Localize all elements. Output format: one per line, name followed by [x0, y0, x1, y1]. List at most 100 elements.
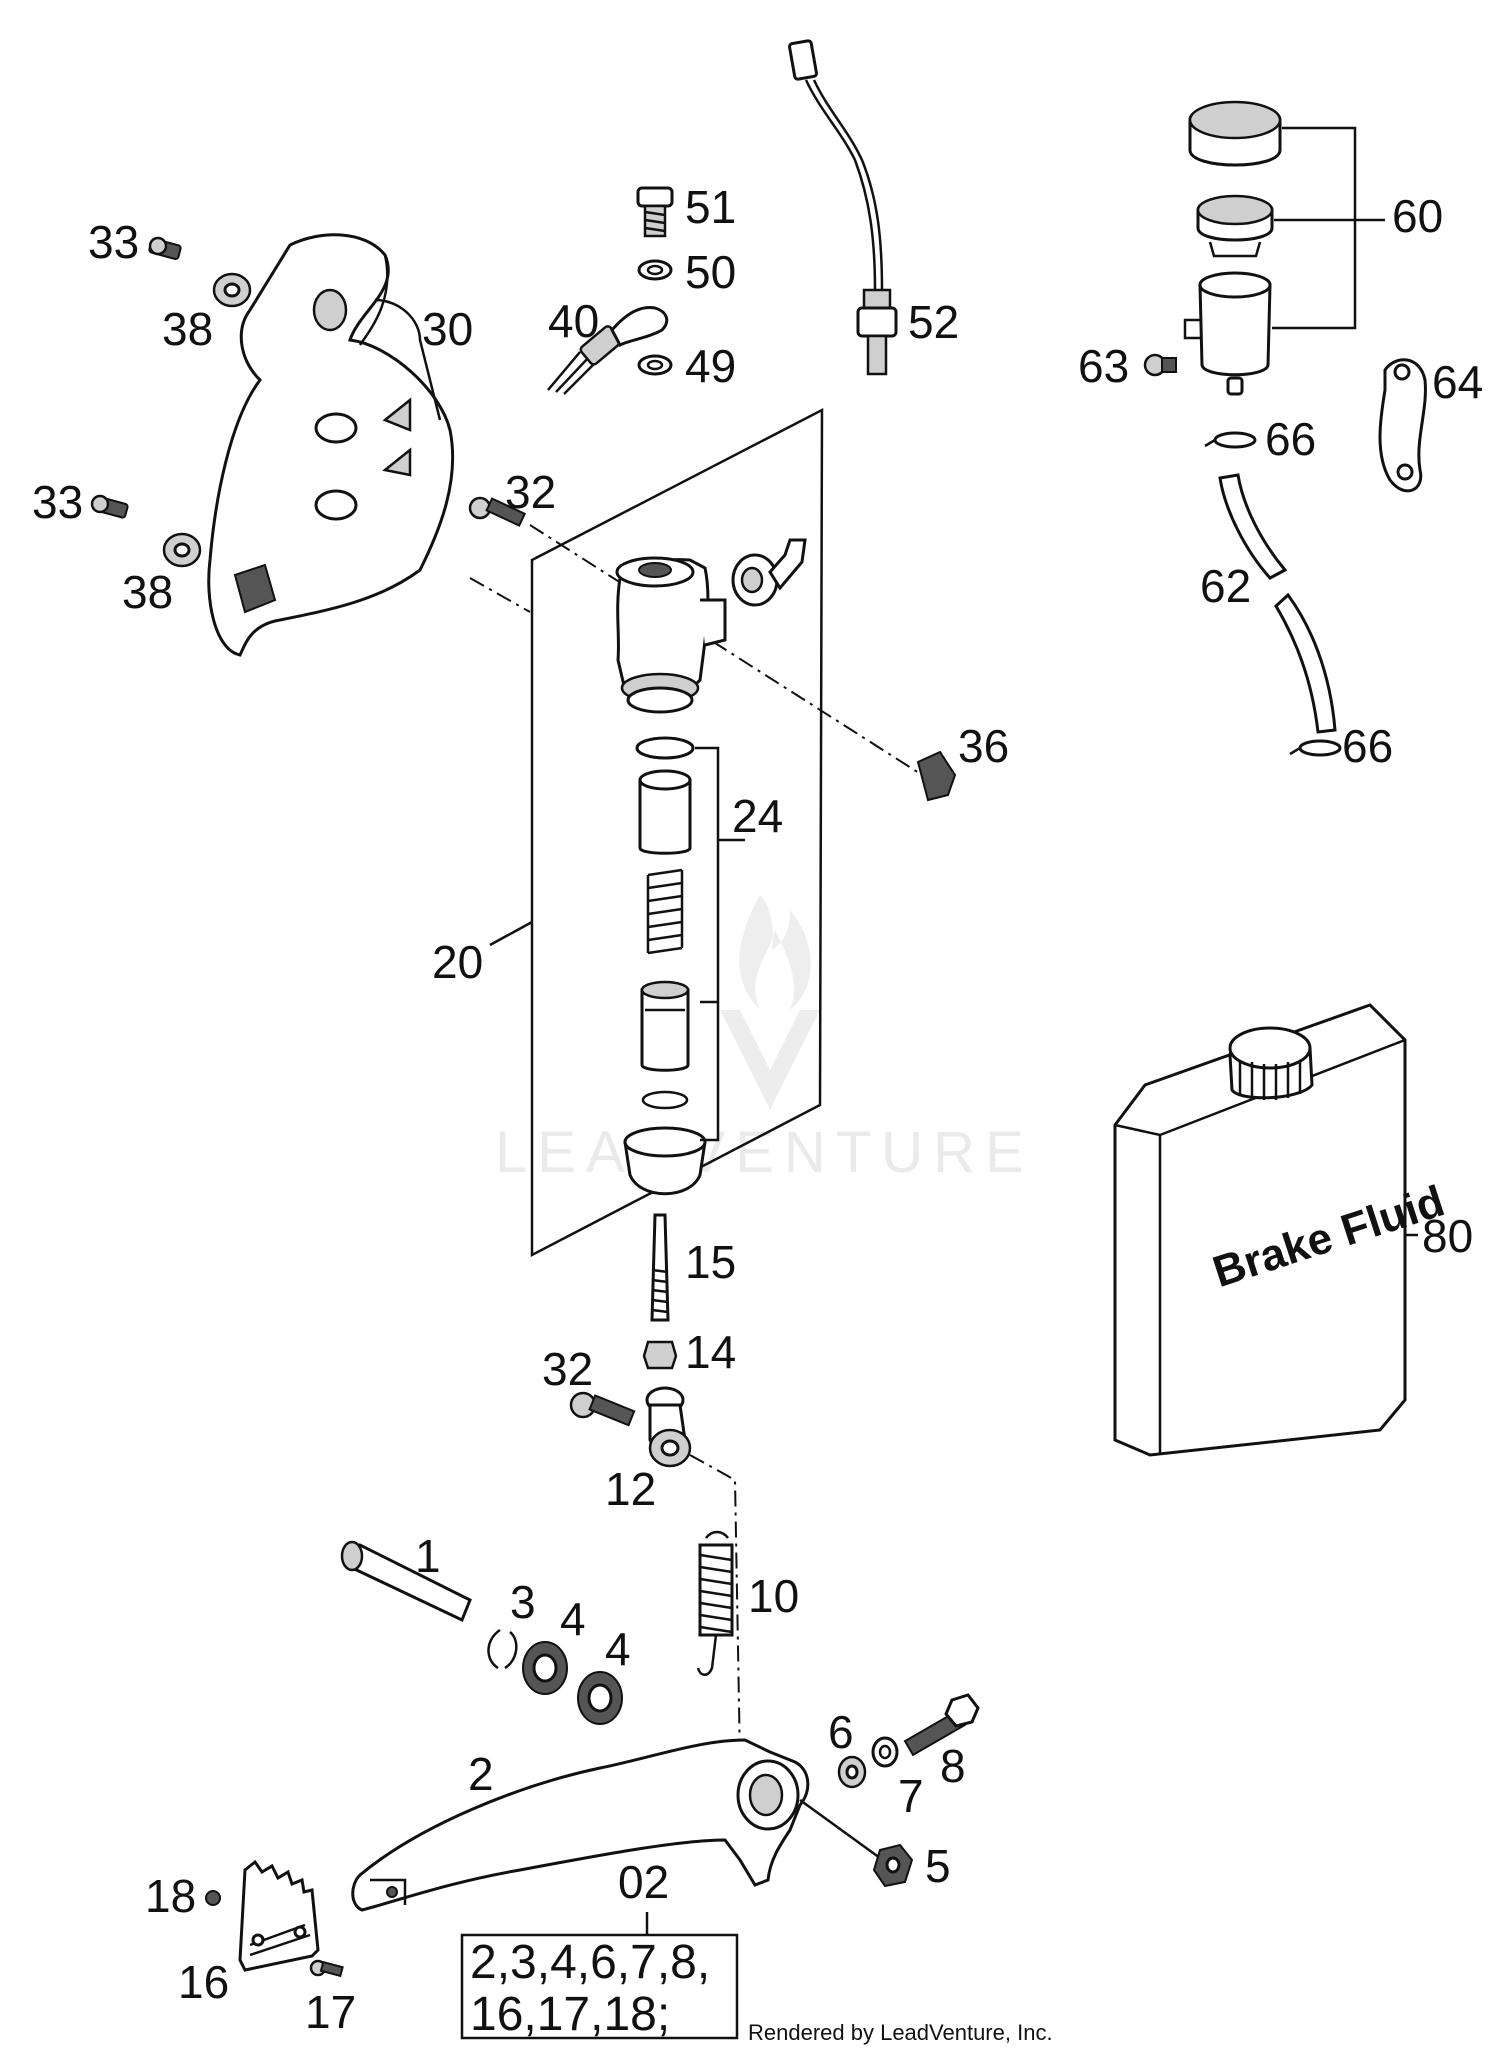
callout-12: 12 — [605, 1463, 656, 1515]
callout-17: 17 — [305, 1986, 356, 2038]
callout-4-left: 4 — [560, 1593, 586, 1645]
callout-14: 14 — [685, 1326, 736, 1378]
leadventure-watermark: LEADVENTURE — [495, 895, 1034, 1185]
part-32-bolt-upper — [468, 496, 527, 527]
part-17-screw — [309, 1959, 344, 1978]
callout-10: 10 — [748, 1570, 799, 1622]
callout-33-lower: 33 — [32, 476, 83, 528]
callout-66-upper: 66 — [1265, 413, 1316, 465]
part-32-bolt-lower — [569, 1391, 636, 1427]
part-63-screw — [1143, 353, 1177, 377]
part-51-banjo-bolt — [636, 186, 674, 238]
callout-1: 1 — [415, 1530, 441, 1582]
callout-32-lower: 32 — [542, 1343, 593, 1395]
part-52-brake-light-switch — [788, 39, 898, 376]
axis-line-2-5 — [799, 1798, 881, 1860]
part-2-brake-pedal — [351, 1738, 810, 1912]
part-10-return-spring — [696, 1530, 734, 1676]
part-60-reservoir-body — [1183, 271, 1272, 396]
part-64-mounting-bracket — [1378, 358, 1427, 493]
callout-80: 80 — [1422, 1210, 1473, 1262]
part-4-bearing-right — [577, 1671, 623, 1725]
callout-62: 62 — [1200, 560, 1251, 612]
callout-bracket-24 — [695, 746, 745, 1142]
callout-16: 16 — [178, 1956, 229, 2008]
part-12-clevis — [645, 1386, 692, 1468]
callout-bracket-60 — [1272, 126, 1385, 330]
callout-labels: 51 50 40 49 52 33 38 30 33 38 32 60 63 6… — [32, 181, 1483, 2038]
callout-50: 50 — [685, 246, 736, 298]
footer-credit: Rendered by LeadVenture, Inc. — [748, 2020, 1053, 2045]
leader-lines — [489, 920, 533, 947]
part-80-brake-fluid-can: Brake Fluid — [1113, 1003, 1450, 1457]
part-30-guard-plate — [207, 233, 455, 657]
callout-38-lower: 38 — [122, 566, 173, 618]
callout-02: 02 — [618, 1856, 669, 1908]
callout-4-right: 4 — [605, 1623, 631, 1675]
callout-40: 40 — [548, 295, 599, 347]
part-16-pedal-tip — [238, 1859, 320, 1972]
part-20-hose-elbow — [731, 538, 807, 607]
part-66-hose-clamp-lower — [1289, 739, 1342, 757]
callout-7: 7 — [898, 1770, 924, 1822]
axis-line-32-30 — [469, 577, 531, 613]
part-33-bolt-lower — [90, 494, 129, 519]
part-20-master-cylinder-body — [615, 556, 727, 714]
callout-30: 30 — [422, 303, 473, 355]
callout-20: 20 — [432, 936, 483, 988]
part-24-circlip — [641, 1090, 689, 1110]
part-66-hose-clamp-upper — [1204, 431, 1257, 449]
callout-49: 49 — [685, 340, 736, 392]
callout-18: 18 — [145, 1870, 196, 1922]
part-40-brake-line-fitting — [547, 305, 669, 395]
part-50-washer — [637, 259, 673, 281]
kit-02-contents-line1: 2,3,4,6,7,8, — [470, 1936, 710, 1989]
part-1-pivot-bolt — [340, 1540, 472, 1623]
callout-5: 5 — [925, 1840, 951, 1892]
callout-38-upper: 38 — [162, 303, 213, 355]
callout-2: 2 — [468, 1748, 494, 1800]
callout-32-upper: 32 — [505, 466, 556, 518]
callout-6: 6 — [828, 1706, 854, 1758]
part-18-pin — [205, 1890, 221, 1906]
part-33-bolt-upper — [148, 236, 182, 260]
part-24-bushing — [638, 769, 692, 855]
part-8-bolt — [903, 1693, 980, 1757]
master-cylinder-panel-20 — [530, 407, 824, 1258]
part-38-washer-lower — [162, 532, 202, 568]
callout-63: 63 — [1078, 340, 1129, 392]
callout-15: 15 — [685, 1236, 736, 1288]
kit-02-contents-line2: 16,17,18; — [470, 1988, 670, 2041]
callout-24: 24 — [732, 790, 783, 842]
part-24-spring — [646, 868, 684, 955]
axis-line-32-36 — [529, 524, 931, 781]
part-38-washer-upper — [212, 272, 252, 308]
part-15-push-rod — [650, 1213, 670, 1322]
part-6-nut — [837, 1755, 867, 1789]
callout-3: 3 — [510, 1576, 536, 1628]
part-60-reservoir-cap — [1188, 100, 1282, 167]
callout-33-upper: 33 — [88, 216, 139, 268]
part-3-circlip — [487, 1628, 518, 1670]
part-7-washer — [871, 1736, 899, 1768]
callout-36: 36 — [958, 720, 1009, 772]
part-60-reservoir-seal — [1196, 194, 1274, 258]
part-24-piston — [640, 980, 690, 1072]
callout-60: 60 — [1392, 190, 1443, 242]
part-49-washer — [637, 354, 673, 376]
callout-51: 51 — [685, 181, 736, 233]
watermark-text: LEADVENTURE — [495, 1120, 1034, 1185]
kit-02-box — [460, 1933, 739, 2040]
callout-8: 8 — [940, 1740, 966, 1792]
callout-66-lower: 66 — [1342, 720, 1393, 772]
part-24-dust-boot — [623, 1126, 707, 1196]
callout-64: 64 — [1432, 356, 1483, 408]
part-5-nut — [872, 1843, 914, 1888]
callout-52: 52 — [908, 296, 959, 348]
part-14-nut — [642, 1340, 678, 1370]
part-24-oring — [635, 736, 695, 760]
watermark-flame-logo — [720, 895, 820, 1110]
part-62-reservoir-hose — [1218, 473, 1337, 734]
part-36-nut — [916, 750, 957, 802]
